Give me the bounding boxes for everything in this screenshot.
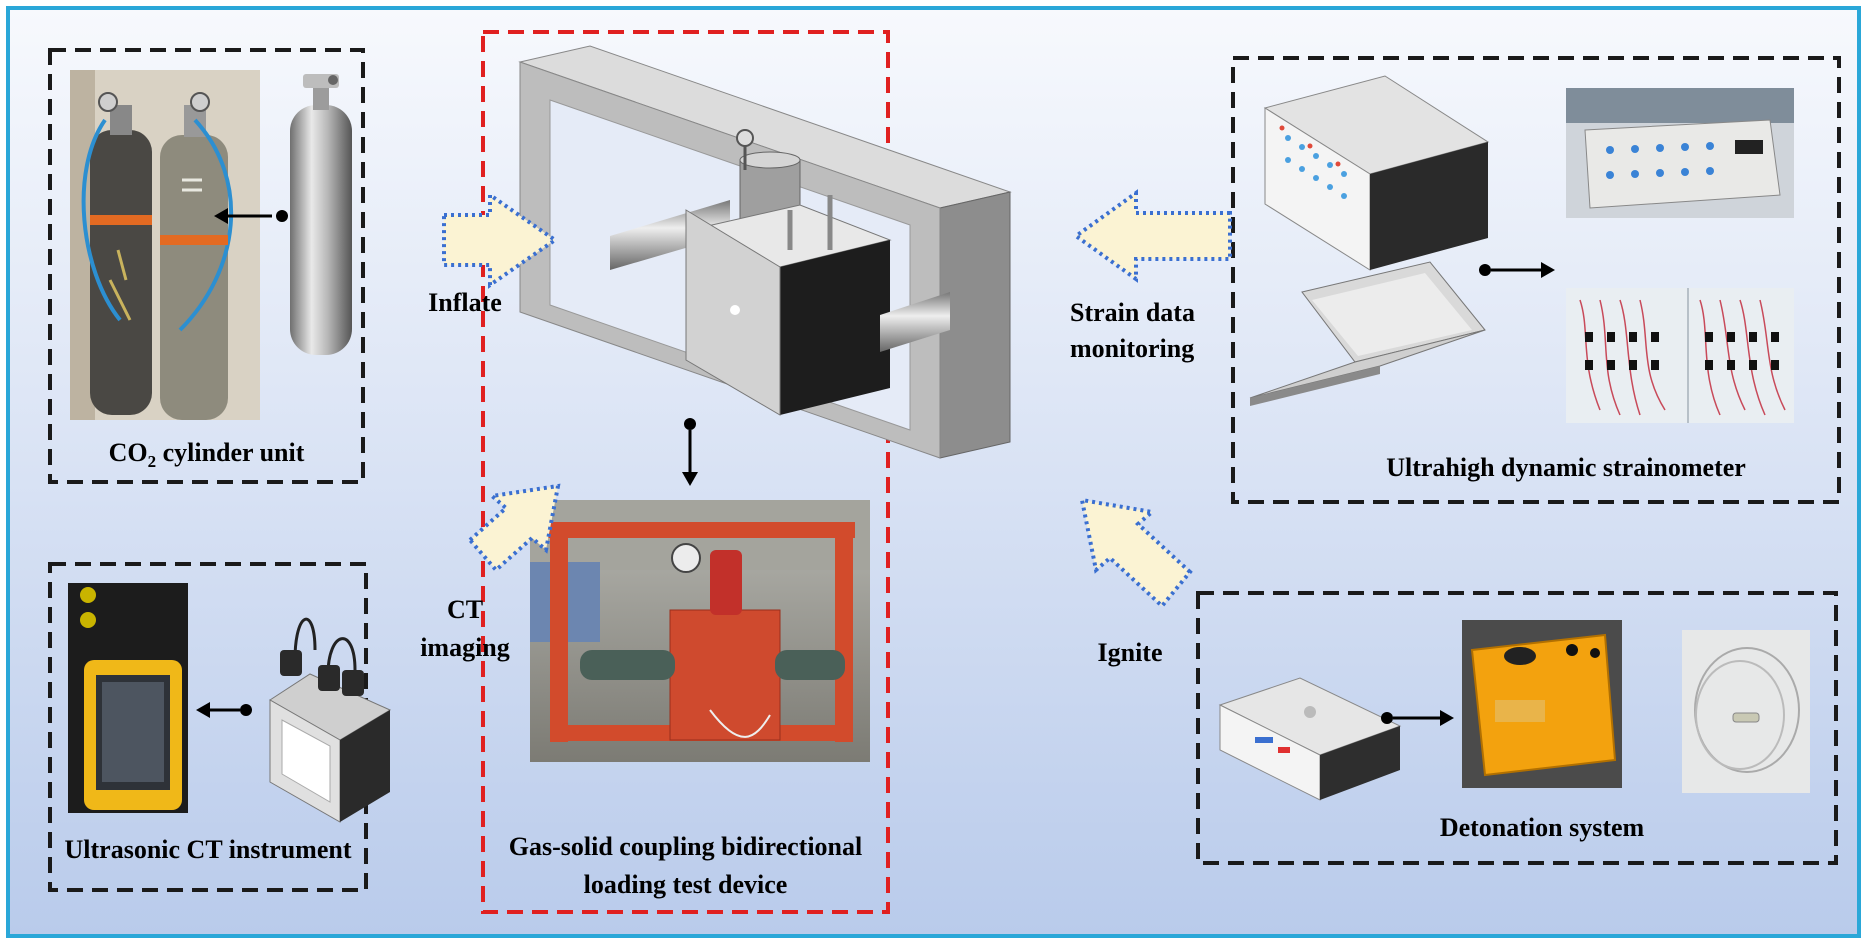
ultrasonic-connector-arrow — [196, 702, 252, 718]
strain-monitoring-label-line2: monitoring — [1070, 334, 1195, 363]
co2-unit-label: CO2 cylinder unit — [108, 438, 305, 472]
strain-unit-label: Ultrahigh dynamic strainometer — [1386, 453, 1746, 482]
strain-monitoring-label: Strain data monitoring — [1070, 298, 1230, 364]
center-device-label: Gas-solid coupling bidirectional loading… — [483, 832, 888, 900]
test-device-render — [518, 45, 1012, 459]
center-connector-arrow — [682, 418, 698, 486]
diagram-frame: CO2 cylinder unit Ultrasonic CT instrume… — [6, 6, 1861, 938]
diagram-artwork — [48, 30, 1841, 914]
ct-imaging-arrow — [467, 483, 561, 573]
center-device-label-line1: Gas-solid coupling bidirectional — [508, 832, 863, 861]
co2-cylinder-photo — [70, 70, 260, 420]
exploder-photo — [1462, 620, 1622, 788]
center-device-label-line2: loading test device — [583, 870, 788, 899]
ct-imaging-label-line2: imaging — [420, 633, 510, 662]
strainometer-photo — [1566, 88, 1794, 218]
ultrasonic-ct-photo — [68, 583, 188, 813]
ultrasonic-unit-label: Ultrasonic CT instrument — [64, 835, 352, 864]
detonation-unit-box — [1196, 591, 1838, 865]
strain-data-arrow — [1072, 189, 1232, 283]
co2-unit-box — [48, 48, 365, 484]
laptop-render — [1249, 261, 1486, 406]
detonator-wire-photo — [1682, 630, 1810, 793]
ct-imaging-label-line1: CT — [446, 595, 484, 624]
strainometer-render — [1263, 75, 1490, 271]
ignite-label: Ignite — [1097, 638, 1163, 667]
detonation-unit-label: Detonation system — [1439, 813, 1645, 842]
strain-connector-arrow — [1479, 262, 1555, 278]
strain-monitoring-label-line1: Strain data — [1070, 298, 1195, 327]
co2-connector-arrow — [214, 208, 288, 224]
inflate-label: Inflate — [428, 288, 502, 317]
inflate-arrow — [442, 191, 559, 289]
co2-cylinder-render — [290, 74, 352, 355]
center-device-box — [481, 30, 890, 914]
test-device-photo — [530, 500, 870, 762]
detonation-connector-arrow — [1381, 710, 1454, 726]
ultrasonic-ct-render — [269, 617, 392, 823]
strain-gauges-photo — [1566, 288, 1794, 423]
ignite-arrow — [1079, 497, 1193, 609]
detonator-render — [1218, 677, 1402, 801]
ct-imaging-label: CT imaging — [410, 595, 520, 663]
strain-unit-box — [1231, 56, 1841, 504]
